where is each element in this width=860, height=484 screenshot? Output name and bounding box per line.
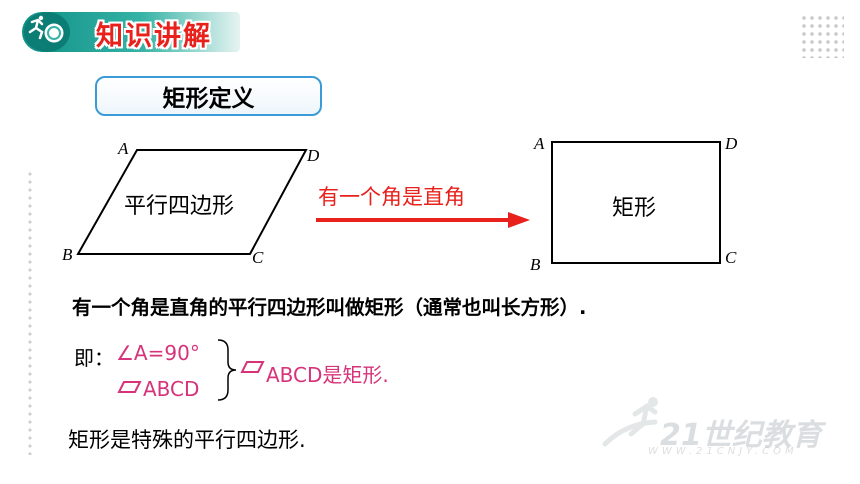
reasoning-prefix: 即：	[74, 346, 114, 370]
watermark-runner-icon	[602, 397, 658, 447]
condition-parallelogram: ABCD	[143, 377, 200, 401]
rectangle-shape	[551, 141, 721, 264]
definition-text: 有一个角是直角的平行四边形叫做矩形（通常也叫长方形）.	[72, 296, 587, 319]
arrow-label: 有一个角是直角	[318, 185, 465, 209]
rect-vertex-label-a: A	[534, 134, 545, 153]
parallelogram-shape	[76, 149, 308, 255]
section-label: 矩形定义	[95, 76, 322, 116]
parallelogram-symbol-icon	[240, 361, 265, 373]
vertex-label-c: C	[252, 248, 264, 267]
page-title: 知识讲解	[96, 21, 212, 52]
arrow-right-icon	[316, 212, 530, 228]
condition-angle: ∠A=90°	[116, 341, 200, 365]
rect-vertex-label-c: C	[725, 248, 737, 267]
parallelogram-symbol-icon	[117, 381, 142, 393]
reasoning-result: ABCD是矩形.	[266, 363, 389, 387]
vertex-label-b: B	[62, 245, 73, 264]
rect-vertex-label-d: D	[725, 134, 738, 153]
parallelogram-name: 平行四边形	[124, 194, 235, 219]
conclusion-text: 矩形是特殊的平行四边形.	[68, 428, 306, 452]
runner-magnifier-logo-icon	[24, 12, 70, 52]
vertex-label-a: A	[118, 139, 129, 158]
decorative-dots	[800, 14, 844, 58]
rectangle-name: 矩形	[612, 196, 657, 221]
decorative-dot-line	[28, 170, 32, 455]
brace-icon	[217, 339, 237, 401]
watermark-subtext: WWW.21CNJY.COM	[648, 446, 798, 457]
vertex-label-d: D	[307, 146, 320, 165]
rect-vertex-label-b: B	[530, 255, 541, 274]
watermark-text: 21世纪教育	[660, 418, 822, 453]
